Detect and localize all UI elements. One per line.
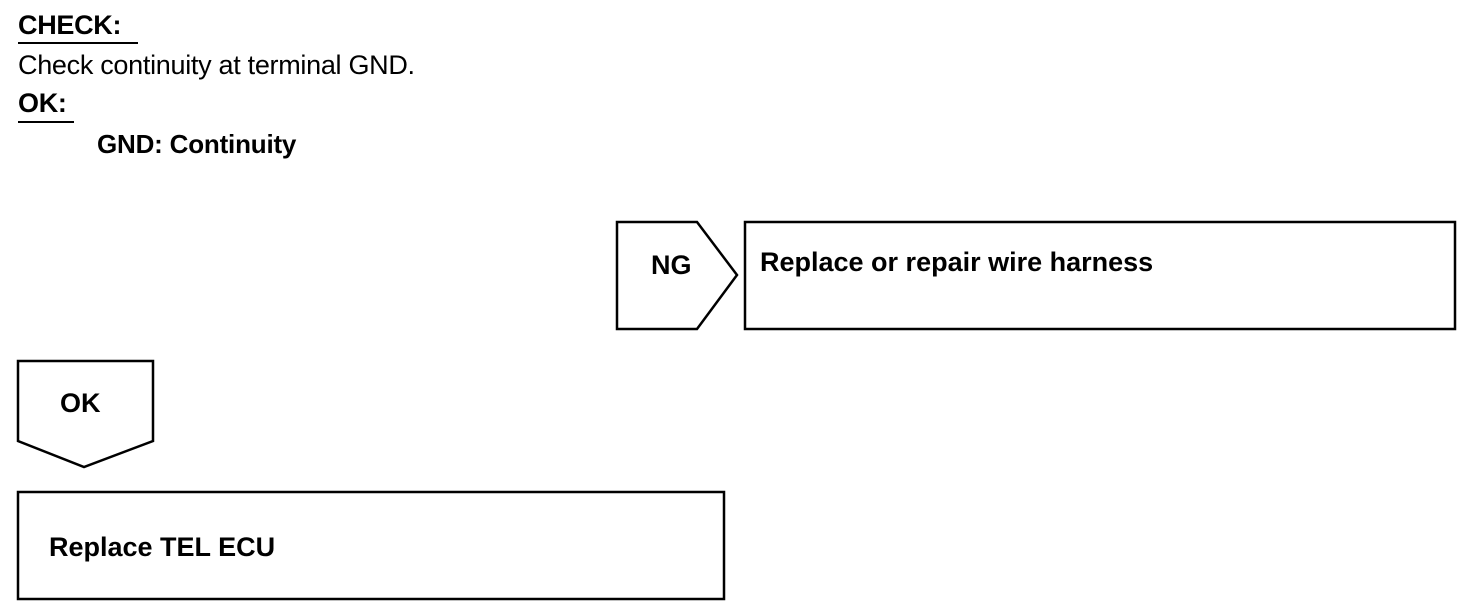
check-heading: CHECK: [18, 10, 122, 40]
ng-arrow-shape [615, 220, 739, 331]
ok-label: OK [60, 388, 101, 418]
ng-action-box: Replace or repair wire harness [743, 220, 1457, 331]
ng-action-text: Replace or repair wire harness [760, 247, 1153, 277]
ng-label: NG [651, 250, 692, 280]
ok-action-text: Replace TEL ECU [49, 532, 275, 562]
ok-heading: OK: [18, 88, 67, 118]
ng-branch: NG [615, 220, 739, 331]
check-instruction: Check continuity at terminal GND. [18, 50, 415, 80]
ng-action-box-frame [743, 220, 1457, 331]
ok-arrow-shape [16, 359, 155, 469]
ok-action-box-frame [16, 490, 726, 601]
ok-spec-value: GND: Continuity [97, 129, 297, 159]
ok-branch: OK [16, 359, 155, 469]
check-heading-underline [18, 42, 138, 44]
ok-action-box: Replace TEL ECU [16, 490, 726, 601]
ok-heading-underline [18, 121, 74, 123]
